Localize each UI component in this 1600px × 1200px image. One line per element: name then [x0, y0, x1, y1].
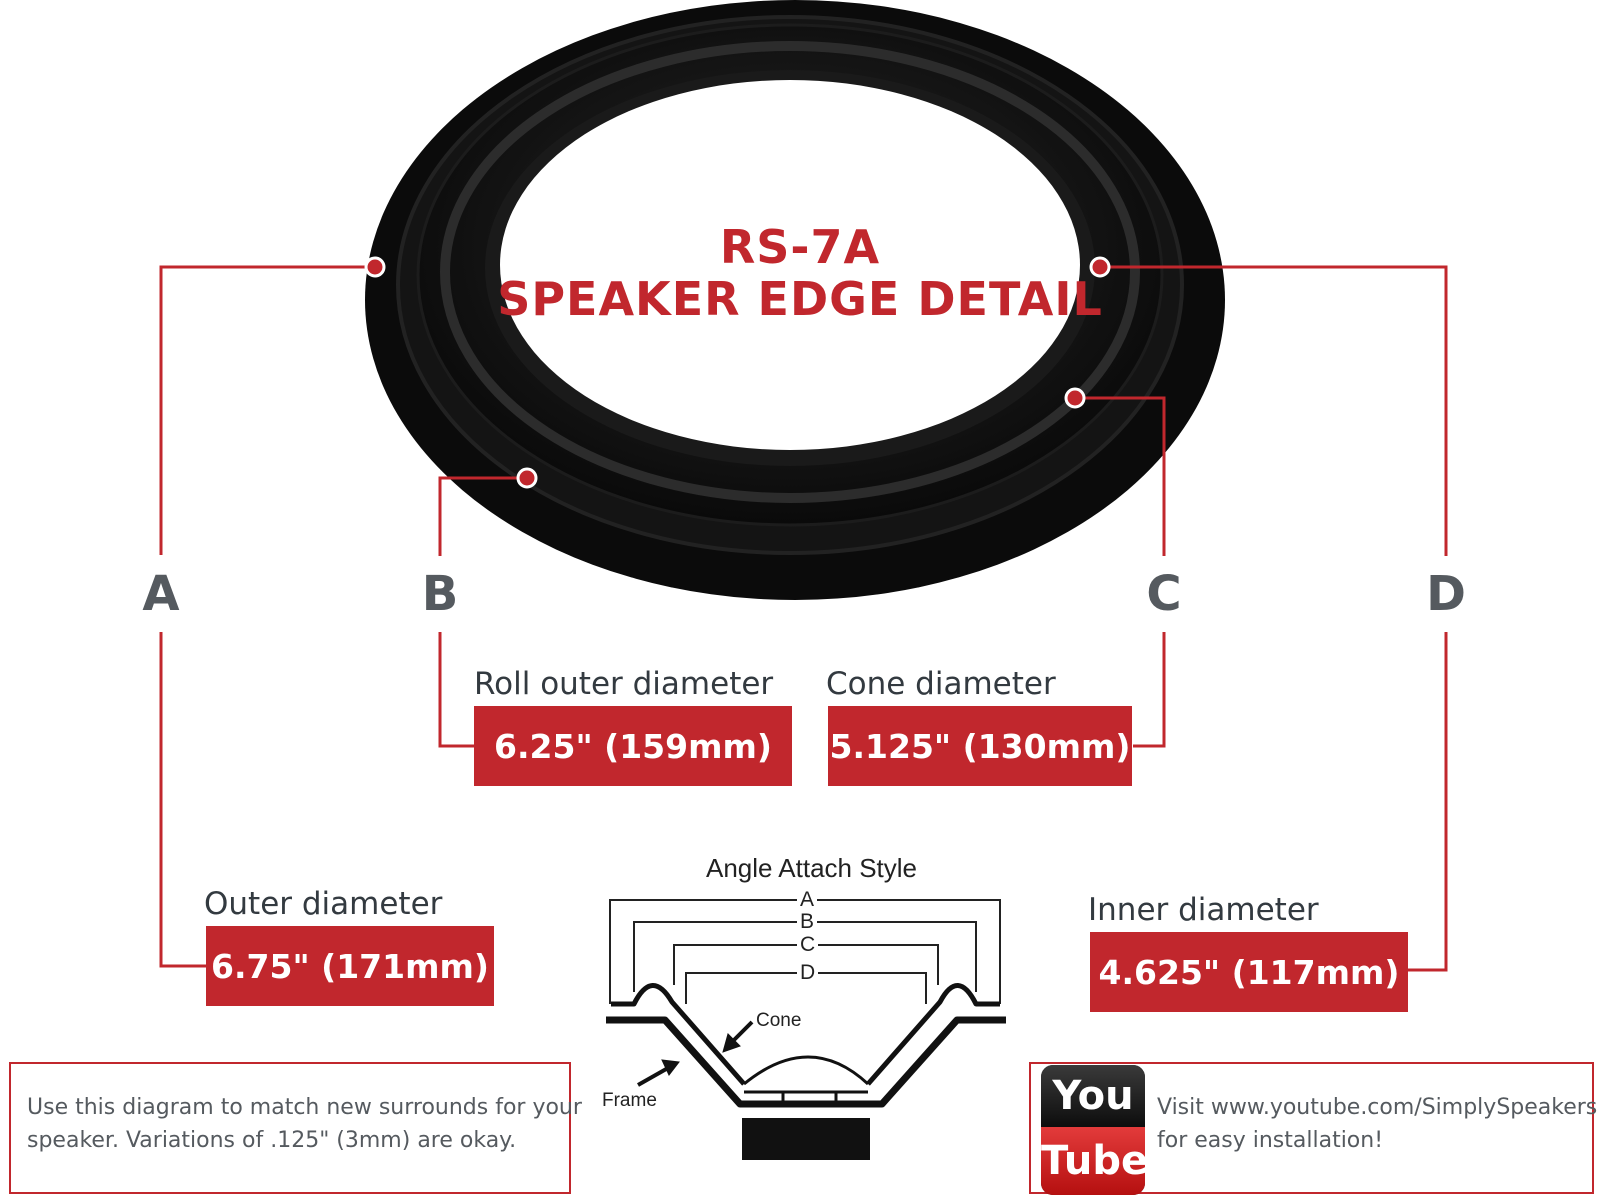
roll-outer-caption: Roll outer diameter	[474, 666, 774, 702]
letter-c: C	[1146, 566, 1182, 622]
leader-a-top	[159, 265, 375, 555]
marker-dot-c	[1064, 387, 1086, 409]
youtube-instruction: for easy installation!	[1157, 1128, 1384, 1153]
usage-note-line1: Use this diagram to match new surrounds …	[27, 1095, 582, 1120]
cone-label: Cone	[756, 1010, 802, 1031]
leader-c-bottom	[1133, 632, 1166, 748]
page-title-subtitle: SPEAKER EDGE DETAIL	[497, 272, 1103, 326]
inner-value: 4.625" (117mm)	[1090, 932, 1408, 1012]
leader-d-bottom	[1408, 632, 1448, 972]
usage-note: Use this diagram to match new surrounds …	[9, 1062, 582, 1194]
marker-dot-b	[516, 467, 538, 489]
frame-outline	[606, 1016, 1006, 1108]
roll-outer-value: 6.25" (159mm)	[474, 706, 792, 786]
surround-left	[611, 983, 746, 1086]
letter-d: D	[1426, 566, 1466, 622]
dust-cap	[743, 1055, 870, 1086]
youtube-promo[interactable]: You Tube Visit www.youtube.com/SimplySpe…	[1029, 1062, 1598, 1195]
cone-arrow-shaft	[730, 1020, 754, 1044]
leader-a-bottom	[159, 632, 206, 968]
cone-caption: Cone diameter	[826, 666, 1056, 702]
magnet	[742, 1118, 870, 1160]
youtube-logo-tube: Tube	[1041, 1127, 1145, 1195]
surround-right	[866, 983, 1000, 1086]
letter-b: B	[421, 566, 459, 622]
letter-a: A	[142, 566, 180, 622]
diagram-label-d: D	[797, 962, 819, 983]
diagram-label-c: C	[797, 934, 819, 955]
cone-arrow-head	[722, 1033, 741, 1053]
usage-note-line2: speaker. Variations of .125" (3mm) are o…	[27, 1128, 517, 1153]
frame-label: Frame	[602, 1090, 657, 1111]
leader-c-top	[1075, 396, 1166, 556]
diagram-label-a: A	[797, 889, 818, 910]
leader-b-bottom	[438, 632, 474, 748]
page-title-model: RS-7A	[719, 220, 881, 274]
surround-roll-highlight	[440, 41, 1140, 503]
youtube-link-text[interactable]: Visit www.youtube.com/SimplySpeakers	[1157, 1095, 1598, 1120]
outer-caption: Outer diameter	[204, 886, 443, 922]
marker-dot-d	[1089, 256, 1111, 278]
surround-center-hole	[500, 80, 1080, 450]
diagram-label-b: B	[797, 911, 818, 932]
outer-value: 6.75" (171mm)	[206, 926, 494, 1006]
youtube-logo-icon[interactable]: You Tube	[1041, 1065, 1145, 1195]
frame-arrow-head	[661, 1059, 680, 1076]
marker-dot-a	[364, 256, 386, 278]
inner-caption: Inner diameter	[1088, 892, 1319, 928]
cone-value: 5.125" (130mm)	[828, 706, 1132, 786]
frame-arrow-shaft	[637, 1066, 669, 1087]
leader-b-top	[438, 476, 527, 556]
diagram-title: Angle Attach Style	[706, 853, 918, 883]
leader-d-top	[1100, 265, 1448, 556]
youtube-logo-you: You	[1041, 1065, 1145, 1127]
